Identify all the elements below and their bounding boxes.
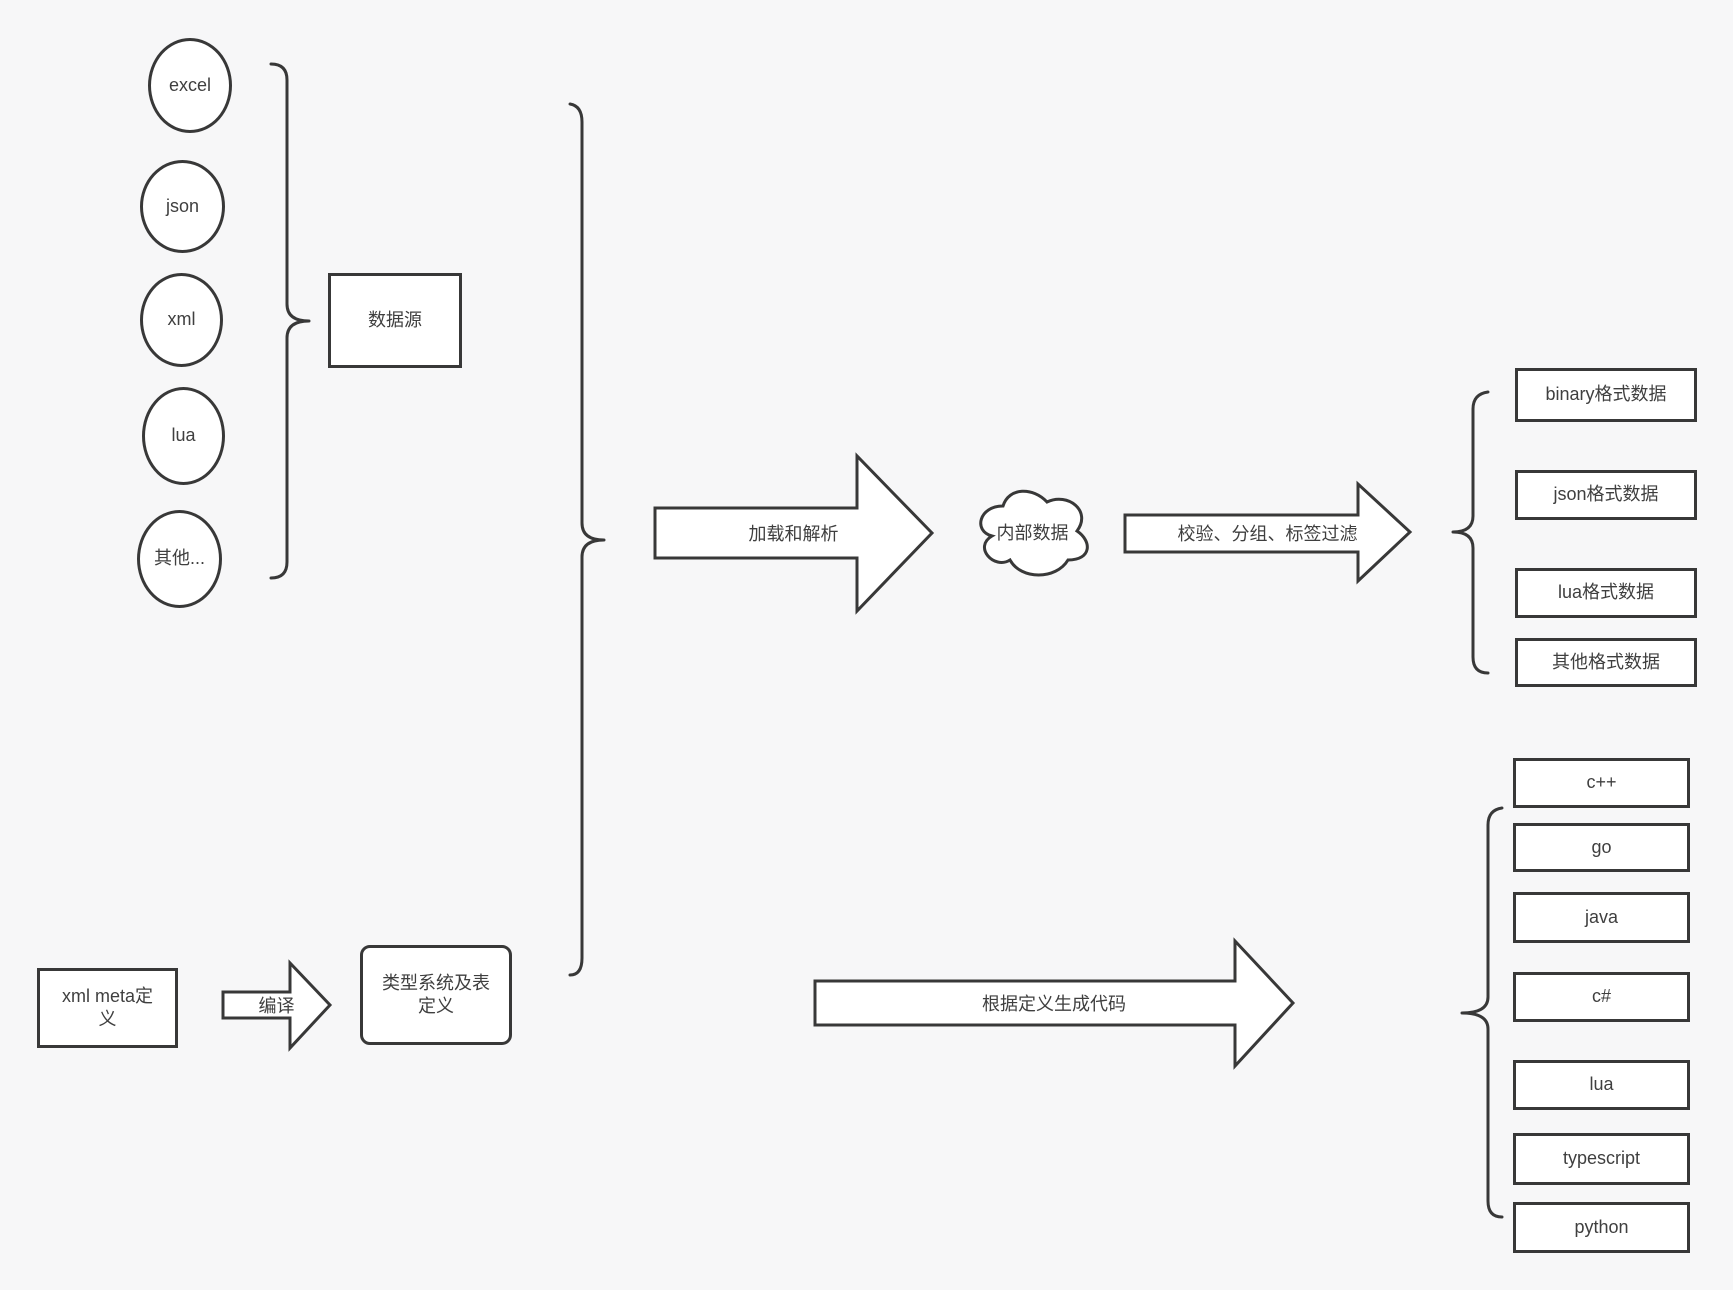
format-box-label: binary格式数据	[1545, 384, 1667, 405]
source-node-xml: xml	[140, 273, 223, 367]
source-node-json: json	[140, 160, 225, 253]
source-node-excel: excel	[148, 38, 232, 133]
format-box-label: 其他格式数据	[1552, 651, 1660, 672]
datasource-box: 数据源	[328, 273, 462, 368]
load-parse-arrow	[653, 452, 935, 615]
language-box-label: c++	[1586, 772, 1617, 793]
languages-brace	[1460, 806, 1504, 1219]
language-box-cpp: c++	[1513, 758, 1690, 808]
main-brace	[568, 102, 606, 977]
source-node-label: json	[165, 195, 200, 216]
formats-brace	[1451, 390, 1490, 675]
datasource-label: 数据源	[368, 309, 422, 330]
source-node-label: excel	[168, 74, 212, 95]
format-box-lua: lua格式数据	[1515, 568, 1697, 618]
language-box-label: java	[1584, 906, 1619, 927]
format-box-label: lua格式数据	[1557, 582, 1655, 603]
format-box-json: json格式数据	[1515, 470, 1697, 520]
filter-arrow	[1123, 480, 1413, 585]
language-box-go: go	[1513, 823, 1690, 872]
type-system-box: 类型系统及表定义	[360, 945, 512, 1045]
source-node-label: 其他...	[153, 548, 205, 569]
source-node-label: lua	[171, 425, 196, 446]
language-box-label: python	[1574, 1216, 1629, 1237]
language-box-python: python	[1513, 1202, 1690, 1253]
language-box-label: lua	[1589, 1074, 1614, 1095]
source-node-lua: lua	[142, 387, 225, 485]
compile-arrow	[221, 959, 333, 1052]
internal-data-cloud	[979, 489, 1089, 577]
language-box-java: java	[1513, 892, 1690, 943]
language-box-lua: lua	[1513, 1060, 1690, 1110]
format-box-label: json格式数据	[1553, 484, 1659, 505]
format-box-binary: binary格式数据	[1515, 368, 1697, 422]
language-box-label: typescript	[1562, 1148, 1641, 1169]
type-system-label: 类型系统及表定义	[382, 972, 490, 1016]
source-node-other: 其他...	[137, 510, 222, 608]
language-box-csharp: c#	[1513, 972, 1690, 1022]
language-box-label: go	[1591, 836, 1612, 857]
xml-meta-box: xml meta定义	[37, 968, 178, 1048]
source-node-label: xml	[167, 309, 196, 330]
language-box-typescript: typescript	[1513, 1133, 1690, 1185]
language-box-label: c#	[1591, 986, 1611, 1007]
codegen-arrow	[813, 937, 1296, 1070]
sources-brace	[269, 62, 311, 580]
format-box-other: 其他格式数据	[1515, 638, 1697, 687]
xml-meta-label: xml meta定义	[61, 985, 153, 1029]
